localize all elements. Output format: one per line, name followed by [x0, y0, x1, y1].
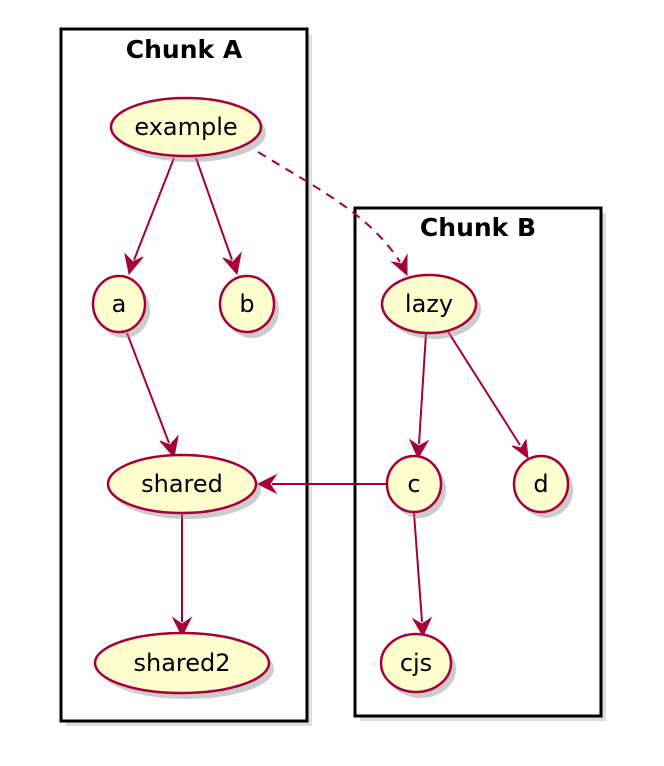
node-d-label: d: [533, 470, 548, 498]
node-shared: shared: [106, 453, 261, 519]
node-cjs: cjs: [379, 632, 456, 698]
edge-example-to-lazy: [257, 151, 401, 263]
node-lazy-ellipse: [380, 273, 478, 335]
node-a-ellipse: [91, 274, 147, 334]
edges-layer: [124, 151, 529, 638]
node-shared-ellipse: [106, 453, 258, 515]
edge-a-to-shared: [126, 332, 170, 444]
node-example: example: [109, 96, 266, 162]
arrow-lazy-to-c: [408, 438, 430, 460]
node-shared2-label: shared2: [133, 649, 230, 677]
nodes-layer: example a b shared shared2: [91, 96, 573, 699]
arrow-c-to-shared: [256, 473, 278, 495]
node-shared2-ellipse: [93, 631, 271, 695]
node-shared2: shared2: [93, 631, 274, 699]
node-shared-label: shared: [141, 470, 223, 498]
arrow-shared-to-shared2: [171, 616, 193, 638]
arrow-a-to-shared: [159, 434, 179, 459]
node-example-label: example: [134, 113, 237, 141]
arrow-example-to-a: [124, 252, 144, 276]
edge-c-to-cjs: [413, 512, 423, 623]
node-c-ellipse: [385, 454, 443, 514]
edge-example-to-b: [195, 157, 233, 261]
node-b: b: [218, 274, 279, 338]
node-lazy: lazy: [380, 273, 481, 339]
node-d: d: [512, 454, 573, 518]
node-c-label: c: [407, 470, 420, 498]
arrow-example-to-b: [222, 251, 242, 276]
node-lazy-label: lazy: [405, 290, 453, 318]
node-cjs-label: cjs: [400, 649, 432, 677]
edge-example-to-a: [133, 157, 175, 261]
node-cjs-ellipse: [379, 632, 453, 694]
chunk-a-title: Chunk A: [126, 35, 243, 64]
chunk-b-box: [353, 206, 603, 718]
node-b-ellipse: [218, 274, 276, 334]
node-d-ellipse: [512, 454, 570, 514]
edge-lazy-to-d: [446, 329, 521, 446]
node-b-label: b: [239, 290, 254, 318]
chunk-b-title: Chunk B: [420, 213, 536, 242]
arrow-example-to-lazy: [390, 253, 408, 277]
node-c: c: [385, 454, 446, 518]
node-a: a: [91, 274, 150, 338]
edge-lazy-to-c: [418, 332, 427, 445]
node-a-label: a: [112, 290, 127, 318]
arrow-lazy-to-d: [511, 438, 529, 460]
arrow-c-to-cjs: [411, 616, 433, 638]
node-example-ellipse: [109, 96, 263, 158]
